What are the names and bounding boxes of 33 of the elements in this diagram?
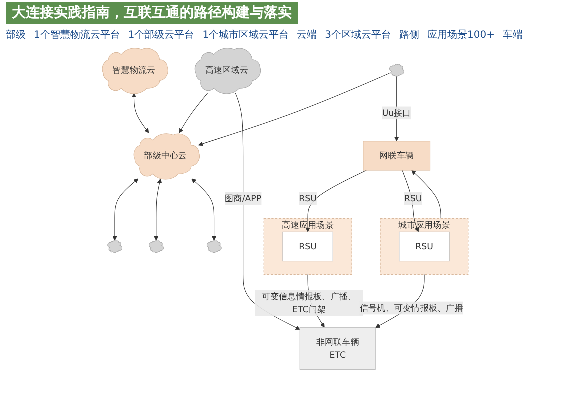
arrow	[112, 178, 139, 241]
tier-label: 1个部级云平台	[128, 28, 195, 42]
tier-label: 1个城市区域云平台	[202, 28, 290, 42]
arrow	[412, 170, 442, 219]
tier-label: 部级	[6, 28, 26, 42]
arrow	[198, 73, 390, 146]
edge-label: RSU	[404, 193, 422, 204]
node-cloud	[206, 240, 222, 254]
edge-label: Uu接口	[382, 108, 412, 118]
tier-label: 1个智慧物流云平台	[34, 28, 120, 42]
tier-label: 路侧	[400, 29, 420, 42]
node-box: RSU	[399, 232, 450, 262]
tier-label: 车端	[502, 28, 523, 42]
arrow	[192, 178, 217, 241]
node-cloud	[108, 240, 123, 254]
tier-label: 3个区域云平台	[325, 28, 392, 42]
title: 大连接实践指南，互联互通的路径构建与落实	[6, 2, 298, 24]
arrow	[132, 93, 150, 134]
edge-label: 图商/APP	[225, 193, 262, 204]
arrow	[154, 178, 162, 241]
arrow	[402, 170, 420, 232]
tier-label: 云端	[297, 28, 318, 42]
tier-label: 应用场景100+	[428, 28, 495, 42]
node-box: 非网联车辆 ETC	[300, 327, 376, 370]
node-box: RSU	[282, 232, 334, 262]
node-cloud	[149, 240, 164, 254]
arrow	[306, 170, 367, 232]
edge-label: 信号机、可变情报板、广播	[360, 302, 464, 314]
arrow	[179, 92, 208, 134]
edge-label: RSU	[299, 193, 317, 204]
node-cloud	[389, 64, 404, 77]
edge-label: 可变信息情报板、广播、ETC门架	[262, 291, 357, 315]
node-box: 网联车辆	[363, 141, 431, 171]
